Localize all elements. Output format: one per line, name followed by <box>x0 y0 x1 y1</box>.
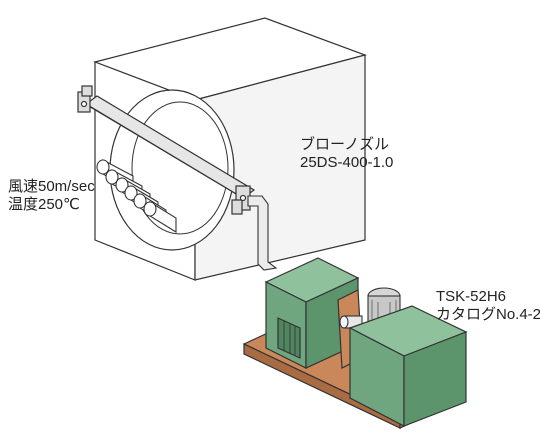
blower-inlet-frame <box>277 317 301 359</box>
control-cabinet <box>348 305 468 427</box>
nozzle-bracket-right <box>231 185 251 215</box>
air-condition-label: 風速50m/sec 温度250℃ <box>8 178 95 214</box>
blow-nozzle-label-model: 25DS-400-1.0 <box>300 154 394 171</box>
housing-door-rim <box>131 101 229 235</box>
blower-catalog-text: カタログNo.4-2 <box>436 306 540 323</box>
air-duct <box>247 195 278 271</box>
blow-nozzle-label-name: ブローノズル <box>300 136 390 153</box>
air-velocity-text: 風速50m/sec <box>8 178 95 195</box>
air-temperature-text: 温度250℃ <box>8 196 80 213</box>
blower-unit <box>264 257 363 369</box>
product-tubes <box>96 159 177 233</box>
cabinet-side <box>403 331 467 427</box>
blower-label: TSK-52H6 カタログNo.4-2 <box>436 288 540 324</box>
tube-6 <box>143 201 177 233</box>
blow-nozzle-pipe <box>77 85 256 215</box>
blower-model-text: TSK-52H6 <box>436 288 507 305</box>
blow-nozzle-label: ブローノズル 25DS-400-1.0 <box>300 136 393 172</box>
nozzle-bracket-left <box>77 85 93 113</box>
